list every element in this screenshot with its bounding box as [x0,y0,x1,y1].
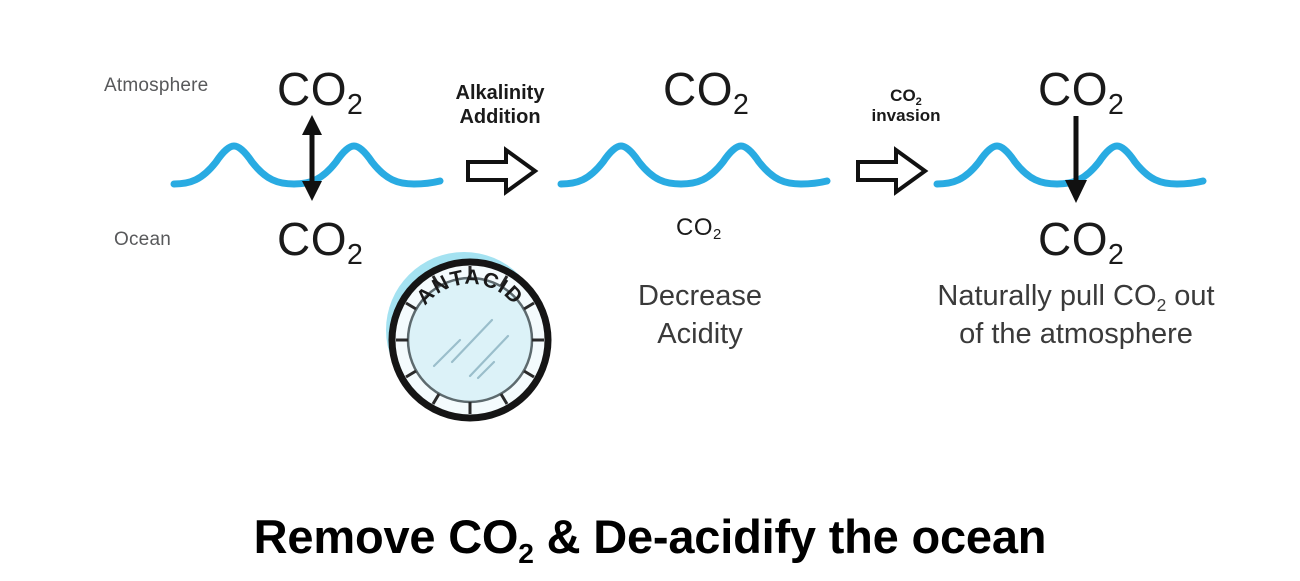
ocean-wave-panel1 [170,142,444,188]
tablet-tick-marks [396,266,544,414]
co2-ocean-panel3: CO2 [1038,213,1124,271]
co2-atmosphere-panel2: CO2 [663,63,749,121]
co2-ocean-panel2: CO2 [676,214,722,244]
block-arrow-right-icon-1 [466,146,539,196]
step-label-line2: Addition [459,105,541,128]
step-label-line1: CO2 [890,86,922,108]
caption-line2: of the atmosphere [959,317,1193,350]
caption-line1: Decrease [637,280,763,312]
block-arrow-right-icon-2 [856,146,929,196]
drawdown-arrow-down [1065,116,1087,203]
ocean-wave-panel2 [557,142,831,188]
caption-decrease-acidity: Decrease Acidity [600,278,800,353]
co2-atmosphere-panel1: CO2 [277,63,363,121]
label-atmosphere: Atmosphere [104,75,209,96]
step-label-line1: Alkalinity [455,82,545,104]
step-label-line2: invasion [871,106,941,126]
exchange-arrow-bidirectional [302,115,322,201]
step-label-alkalinity: Alkalinity Addition [445,82,555,129]
antacid-tablet-icon: ANTACID [386,252,552,422]
antacid-tablet: ANTACID [374,244,574,422]
co2-atmosphere-panel3: CO2 [1038,63,1124,121]
caption-line2: Acidity [657,317,743,350]
figure-headline: Remove CO2 & De-acidify the ocean [253,510,1047,569]
tablet-shine-lines [432,318,510,380]
caption-line1: Naturally pull CO2 out [937,280,1215,315]
step-label-co2-invasion: CO2 invasion [848,86,964,126]
ocean-wave-panel3 [933,142,1207,188]
co2-ocean-panel1: CO2 [277,213,363,271]
label-ocean: Ocean [114,229,171,250]
caption-co2-drawdown: Naturally pull CO2 out of the atmosphere [876,278,1276,353]
